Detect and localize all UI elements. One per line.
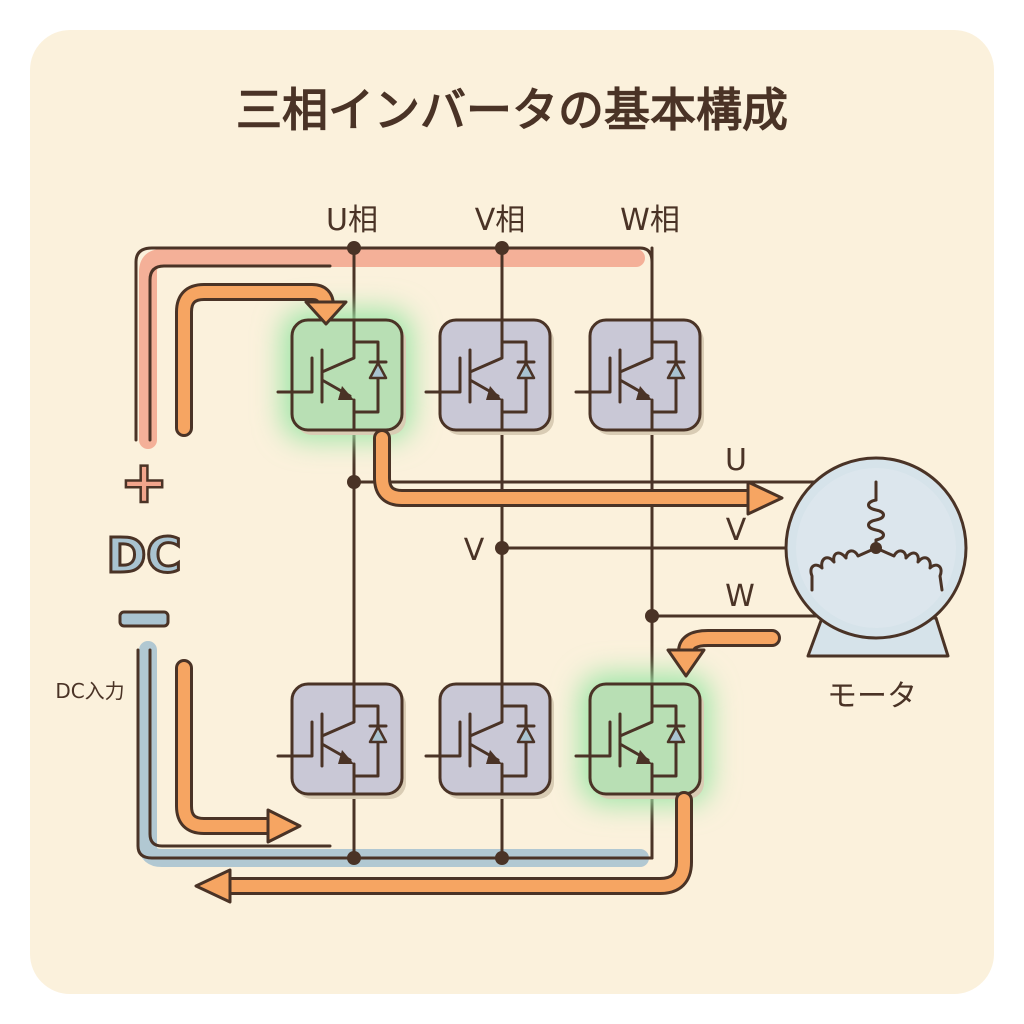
node-u-bottom (347, 851, 361, 865)
phase-label-u: U相 (326, 203, 378, 238)
diagram-title: 三相インバータの基本構成 (236, 83, 788, 137)
node-v-top (495, 241, 509, 255)
switch-module-u-lower (276, 682, 406, 799)
output-label-v: V (726, 513, 747, 548)
paper-background (30, 30, 994, 994)
v-node-label: V (464, 533, 485, 568)
node-u-top (347, 241, 361, 255)
module-body (588, 682, 702, 796)
dc-label: DC (106, 528, 181, 584)
module-body (438, 682, 552, 796)
dc-source: + DC DC入力 (55, 447, 183, 703)
dc-input-label: DC入力 (55, 679, 124, 703)
module-body (290, 682, 404, 796)
module-body (588, 318, 702, 432)
dc-minus-symbol (118, 610, 170, 628)
phase-label-v: V相 (475, 203, 526, 238)
current-flow-arrows (175, 283, 784, 904)
module-body (438, 318, 552, 432)
switch-module-v-upper (424, 318, 554, 435)
output-label-u: U (725, 443, 747, 478)
node-v-bottom (495, 851, 509, 865)
switch-module-u-upper (276, 310, 412, 440)
module-body (290, 318, 404, 432)
dc-plus-symbol: + (120, 448, 169, 516)
motor: モータ (784, 456, 968, 714)
switch-module-w-lower (574, 674, 710, 804)
node-u-out (347, 475, 361, 489)
motor-label: モータ (827, 679, 917, 714)
output-label-w: W (725, 579, 755, 614)
node-w-out (645, 609, 659, 623)
junction-nodes (347, 241, 659, 865)
phase-label-w: W相 (620, 203, 680, 238)
switch-module-v-lower (424, 682, 554, 799)
node-v-out (495, 541, 509, 555)
switch-module-w-upper (574, 318, 704, 435)
negative-bus (136, 641, 654, 867)
motor-windings-icon (809, 480, 944, 592)
arrow-head (304, 300, 348, 326)
